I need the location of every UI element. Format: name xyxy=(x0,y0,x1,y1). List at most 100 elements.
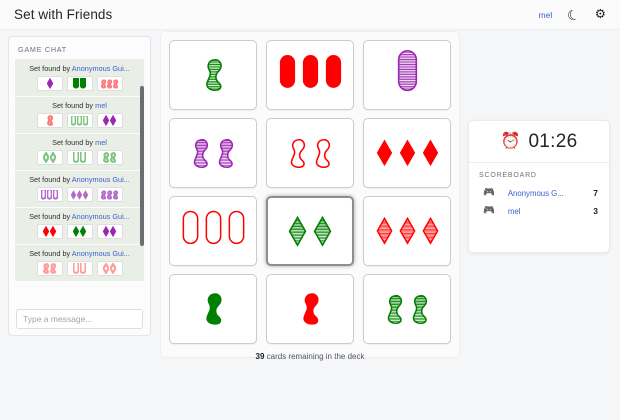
card-symbol-oval xyxy=(79,260,87,274)
card-symbol-squiggle xyxy=(203,50,224,100)
card-symbol-squiggle xyxy=(103,152,110,163)
chat-message: Set found by Anonymous Gui... xyxy=(15,208,144,245)
board-card[interactable] xyxy=(266,40,354,110)
chat-message-author[interactable]: mel xyxy=(95,101,107,110)
chat-mini-card xyxy=(66,260,93,276)
card-symbol-diamond xyxy=(82,189,89,200)
chat-message-author[interactable]: Anonymous Gui... xyxy=(71,175,130,184)
card-symbol-diamond xyxy=(376,131,393,175)
card-symbol-diamond xyxy=(422,131,439,175)
board-card[interactable] xyxy=(266,274,354,344)
card-symbol-oval xyxy=(72,260,80,274)
chat-message-prefix: Set found by xyxy=(29,64,72,73)
board-card[interactable] xyxy=(169,118,257,188)
chat-mini-card xyxy=(96,187,123,202)
card-symbol-oval xyxy=(302,53,319,97)
chat-scroll-area[interactable]: Set found by Anonymous Gui... Set found … xyxy=(15,59,144,304)
card-symbol-diamond xyxy=(288,208,307,255)
chat-mini-card xyxy=(36,113,63,128)
board-card[interactable] xyxy=(363,196,451,266)
board-card[interactable] xyxy=(169,40,257,110)
card-symbol-squiggle xyxy=(46,115,53,126)
card-symbol-diamond xyxy=(376,209,393,253)
card-symbol-squiggle xyxy=(300,284,321,334)
card-symbol-diamond xyxy=(102,261,110,275)
chat-message-text: Set found by mel xyxy=(52,101,107,110)
card-symbol-diamond xyxy=(70,189,77,200)
board-card[interactable] xyxy=(363,274,451,344)
chat-message-text: Set found by Anonymous Gui... xyxy=(29,175,130,184)
game-chat-panel: GAME CHAT Set found by Anonymous Gui... … xyxy=(8,36,151,336)
chat-panel-title: GAME CHAT xyxy=(18,45,67,54)
chat-mini-card xyxy=(66,187,93,202)
current-user-link[interactable]: mel xyxy=(538,9,553,20)
chat-message: Set found by mel xyxy=(15,97,144,134)
chat-mini-card xyxy=(66,149,93,165)
chat-set-cards xyxy=(36,113,123,128)
alarm-clock-icon: ⏰ xyxy=(500,132,521,150)
player-name[interactable]: Anonymous G... xyxy=(507,188,564,198)
page-title: Set with Friends xyxy=(14,7,113,22)
chat-mini-card xyxy=(36,187,63,202)
app-header: Set with Friends mel ☾ ⚙ xyxy=(0,0,620,30)
card-symbol-diamond xyxy=(76,189,83,200)
card-symbol-oval xyxy=(76,113,83,126)
card-symbol-squiggle xyxy=(385,286,404,333)
chat-message-author[interactable]: Anonymous Gui... xyxy=(71,249,130,258)
card-symbol-diamond xyxy=(42,150,50,164)
moon-icon[interactable]: ☾ xyxy=(565,4,582,25)
chat-message-author[interactable]: Anonymous Gui... xyxy=(71,64,130,73)
card-symbol-squiggle xyxy=(50,263,57,274)
game-timer: ⏰ 01:26 xyxy=(469,121,609,163)
card-symbol-oval xyxy=(40,187,47,200)
chat-message-input[interactable] xyxy=(16,309,143,329)
chat-mini-card xyxy=(96,113,123,128)
card-symbol-diamond xyxy=(49,225,57,238)
board-card[interactable] xyxy=(363,118,451,188)
chat-set-cards xyxy=(36,75,123,91)
card-symbol-squiggle xyxy=(110,152,117,163)
chat-message-text: Set found by Anonymous Gui... xyxy=(29,64,130,73)
board-card[interactable] xyxy=(169,274,257,344)
card-symbol-oval xyxy=(279,53,296,97)
chat-set-cards xyxy=(36,260,123,276)
player-name[interactable]: mel xyxy=(507,206,521,216)
board-card[interactable] xyxy=(363,40,451,110)
chat-mini-card xyxy=(96,76,123,91)
card-symbol-squiggle xyxy=(106,78,113,89)
board-card[interactable] xyxy=(266,118,354,188)
chat-mini-card xyxy=(36,150,63,165)
card-symbol-oval xyxy=(79,75,87,89)
chat-message: Set found by mel xyxy=(15,134,144,171)
board-card[interactable] xyxy=(169,196,257,266)
chat-scrollbar[interactable] xyxy=(140,86,144,246)
header-actions: mel ☾ ⚙ xyxy=(538,4,606,25)
card-symbol-oval xyxy=(228,209,245,253)
card-symbol-oval xyxy=(52,187,59,200)
card-symbol-squiggle xyxy=(203,284,224,334)
chat-message-author[interactable]: Anonymous Gui... xyxy=(71,212,130,221)
chat-message-list: Set found by Anonymous Gui... Set found … xyxy=(15,60,144,282)
chat-message: Set found by Anonymous Gui... xyxy=(15,171,144,208)
chat-message-text: Set found by Anonymous Gui... xyxy=(29,249,130,258)
chat-message-prefix: Set found by xyxy=(52,138,96,147)
card-symbol-diamond xyxy=(102,225,110,238)
scoreboard-row: 🎮Anonymous G...7 xyxy=(469,184,609,202)
card-symbol-diamond xyxy=(49,150,57,164)
chat-set-cards xyxy=(36,149,123,165)
chat-message: Set found by Anonymous Gui... xyxy=(15,60,144,97)
chat-mini-card xyxy=(96,261,123,276)
deck-remaining-count: 39 xyxy=(255,352,265,361)
card-symbol-squiggle xyxy=(100,189,107,200)
card-symbol-squiggle xyxy=(410,286,429,333)
card-symbol-diamond xyxy=(399,131,416,175)
chat-mini-card xyxy=(96,150,123,165)
board-card[interactable] xyxy=(266,196,354,266)
chat-message-author[interactable]: mel xyxy=(95,138,107,147)
card-symbol-diamond xyxy=(422,209,439,253)
chat-message-prefix: Set found by xyxy=(29,212,72,221)
chat-set-cards xyxy=(36,224,123,239)
card-symbol-oval xyxy=(72,75,80,89)
gear-icon[interactable]: ⚙ xyxy=(594,7,606,22)
